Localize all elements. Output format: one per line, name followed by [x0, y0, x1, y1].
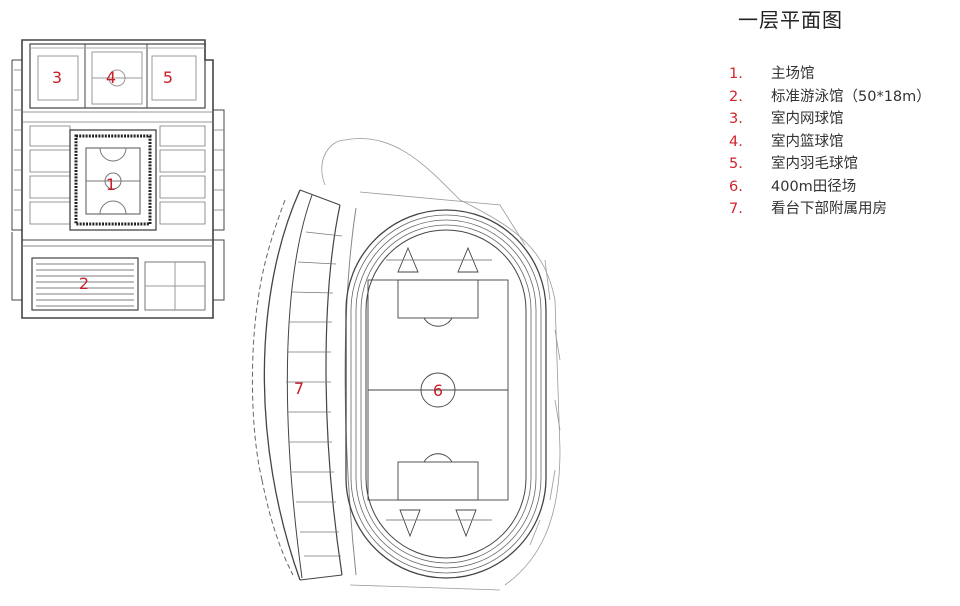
- legend-number: 1.: [729, 66, 743, 82]
- sports-complex-plan: [11, 39, 225, 319]
- legend-text: 标准游泳馆（50*18m）: [771, 88, 931, 105]
- legend-item: 3. 室内网球馆: [729, 107, 931, 130]
- legend-item: 2. 标准游泳馆（50*18m）: [729, 85, 931, 108]
- running-track: [345, 209, 547, 579]
- legend-number: 5.: [729, 156, 743, 172]
- football-field: [367, 246, 509, 538]
- legend-text: 室内篮球馆: [771, 133, 844, 150]
- legend-number: 3.: [729, 111, 743, 127]
- legend-text: 主场馆: [771, 66, 815, 82]
- legend-number: 4.: [729, 133, 743, 150]
- zone-label-6: 6: [433, 381, 443, 400]
- legend-number: 7.: [729, 201, 743, 217]
- zone-label-4: 4: [106, 68, 116, 87]
- stadium-plan: [251, 138, 561, 591]
- page-title: 一层平面图: [738, 8, 843, 32]
- legend-number: 2.: [729, 88, 743, 105]
- legend-item: 6. 400m田径场: [729, 175, 931, 198]
- legend-text: 看台下部附属用房: [771, 201, 887, 217]
- zone-label-3: 3: [52, 68, 62, 87]
- zone-label-2: 2: [79, 274, 89, 293]
- zone-label-5: 5: [163, 68, 173, 87]
- top-halls: [29, 43, 206, 109]
- site-boundary: [321, 138, 561, 591]
- legend: 1. 主场馆 2. 标准游泳馆（50*18m） 3. 室内网球馆 4. 室内篮球馆 5.…: [729, 62, 931, 220]
- legend-text: 室内羽毛球馆: [771, 156, 858, 172]
- legend-item: 7. 看台下部附属用房: [729, 197, 931, 220]
- swimming-pool: [31, 257, 206, 311]
- zone-label-7: 7: [294, 379, 304, 398]
- legend-text: 室内网球馆: [771, 111, 844, 127]
- legend-item: 1. 主场馆: [729, 62, 931, 85]
- legend-item: 4. 室内篮球馆: [729, 130, 931, 153]
- legend-number: 6.: [729, 178, 743, 195]
- legend-text: 400m田径场: [771, 178, 857, 195]
- west-grandstand: [251, 189, 357, 581]
- zone-label-1: 1: [106, 175, 116, 194]
- main-arena: [69, 129, 157, 231]
- legend-item: 5. 室内羽毛球馆: [729, 152, 931, 175]
